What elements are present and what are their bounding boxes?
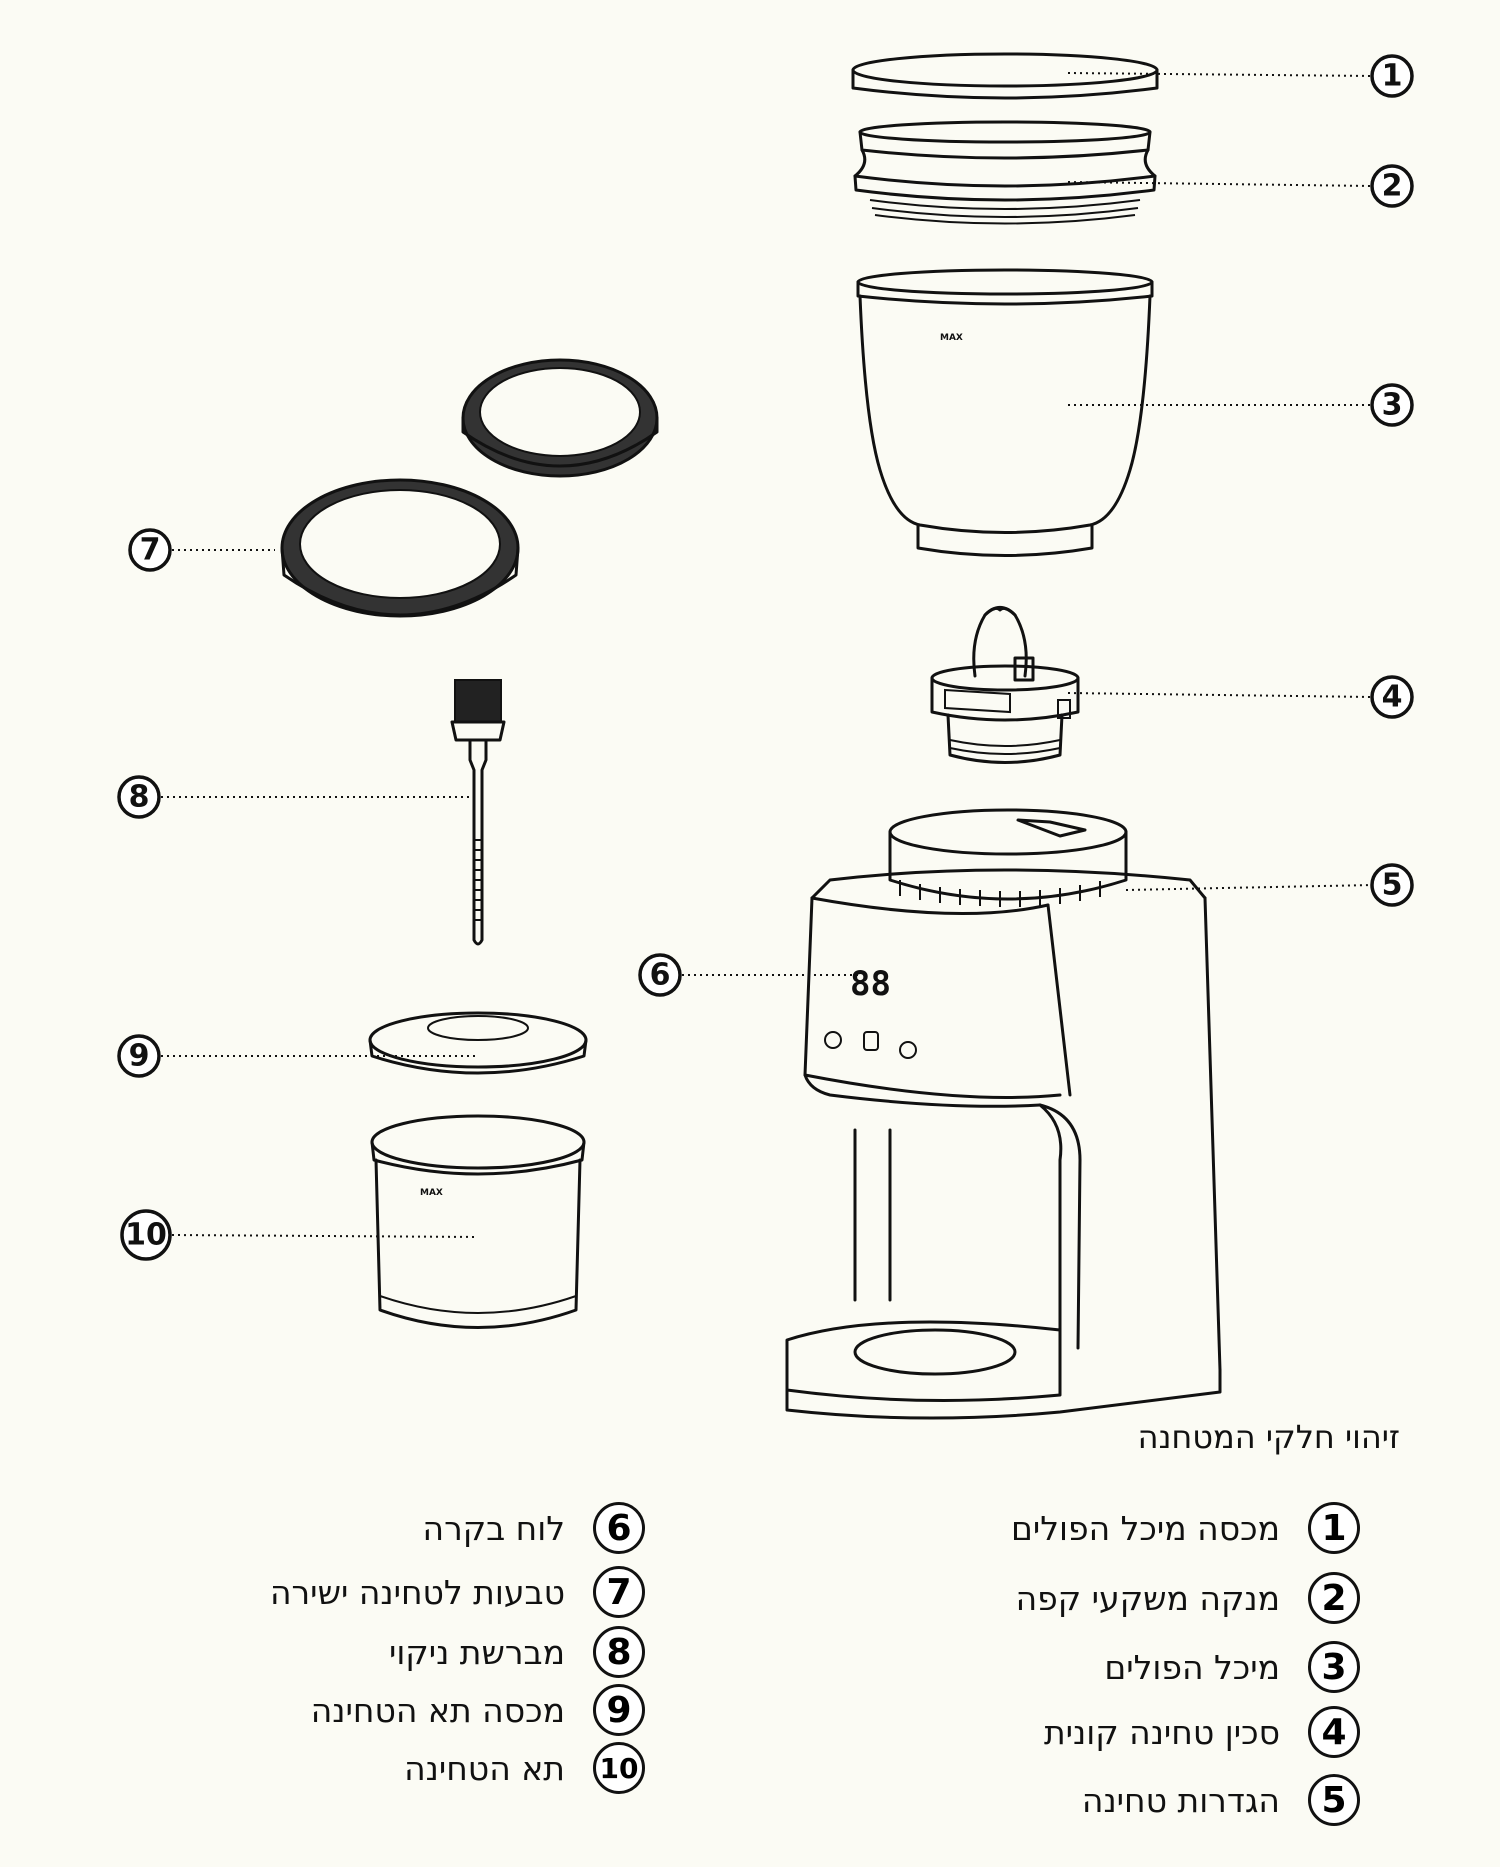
legend-label: מכסה תא הטחינה (310, 1690, 565, 1730)
legend-item-1: 1 מכסה מיכל הפולים (1011, 1498, 1360, 1558)
svg-text:4: 4 (1382, 680, 1403, 715)
svg-text:3: 3 (1382, 388, 1403, 423)
legend-label: תא הטחינה (404, 1748, 565, 1788)
legend-number: 9 (593, 1684, 645, 1736)
callout-3: 3 (1370, 383, 1414, 427)
callout-4: 4 (1370, 675, 1414, 719)
callout-2: 2 (1370, 164, 1414, 208)
legend-item-9: 9 מכסה תא הטחינה (311, 1680, 645, 1740)
svg-text:1: 1 (1382, 59, 1403, 94)
legend-number: 5 (1308, 1774, 1360, 1826)
callout-5: 5 (1370, 863, 1414, 907)
legend-number: 8 (593, 1626, 645, 1678)
legend-item-8: 8 מברשת ניקוי (389, 1622, 645, 1682)
legend-label: מיכל הפולים (1104, 1647, 1280, 1687)
svg-text:7: 7 (140, 533, 161, 568)
legend-item-4: 4 סכין טחינה קונית (1044, 1702, 1360, 1762)
legend-number: 10 (593, 1742, 645, 1794)
svg-text:8: 8 (129, 780, 150, 815)
callout-10: 10 (120, 1209, 172, 1261)
svg-text:2: 2 (1382, 169, 1403, 204)
legend-item-7: 7 טבעות לטחינה ישירה (270, 1562, 645, 1622)
hopper-lid (851, 52, 1159, 100)
leader-lines (161, 72, 1373, 1238)
legend-label: הגדרות טחינה (1081, 1780, 1280, 1820)
callout-6: 6 (638, 953, 682, 997)
legend-label: מנקה משקעי קפה (1015, 1578, 1280, 1618)
legend-label: לוח בקרה (422, 1508, 565, 1548)
cleaning-brush (450, 679, 506, 946)
hopper-max-mark: MAX (940, 333, 963, 343)
residue-cleaner (853, 120, 1157, 225)
legend-item-3: 3 מיכל הפולים (1104, 1637, 1360, 1697)
legend-number: 3 (1308, 1641, 1360, 1693)
bin-max-mark: MAX (420, 1188, 443, 1198)
legend-number: 7 (593, 1566, 645, 1618)
legend-item-6: 6 לוח בקרה (423, 1498, 645, 1558)
legend-item-2: 2 מנקה משקעי קפה (1016, 1568, 1360, 1628)
legend-label: מכסה מיכל הפולים (1010, 1508, 1280, 1548)
legend-number: 1 (1308, 1502, 1360, 1554)
dosing-rings (280, 358, 659, 618)
legend-label: סכין טחינה קונית (1043, 1712, 1280, 1752)
grinder-body: 88 (785, 808, 1222, 1420)
grounds-bin: MAX (370, 1114, 586, 1329)
legend-number: 2 (1308, 1572, 1360, 1624)
grounds-bin-lid (368, 1011, 588, 1075)
bean-hopper: MAX (856, 268, 1154, 557)
legend-label: טבעות לטחינה ישירה (270, 1572, 565, 1612)
svg-text:6: 6 (650, 958, 671, 993)
legend-item-5: 5 הגדרות טחינה (1082, 1770, 1360, 1830)
svg-text:10: 10 (125, 1218, 167, 1253)
legend-item-10: 10 תא הטחינה (404, 1738, 645, 1798)
svg-text:9: 9 (129, 1039, 150, 1074)
svg-text:5: 5 (1382, 868, 1403, 903)
callout-7: 7 (128, 528, 172, 572)
callout-1: 1 (1370, 54, 1414, 98)
callout-9: 9 (117, 1034, 161, 1078)
conical-burr (930, 606, 1080, 764)
legend-number: 6 (593, 1502, 645, 1554)
legend-number: 4 (1308, 1706, 1360, 1758)
legend-label: מברשת ניקוי (388, 1632, 565, 1672)
diagram-title: זיהוי חלקי המטחנה (1137, 1418, 1400, 1456)
display-digits: 88 (850, 964, 891, 1004)
callout-8: 8 (117, 775, 161, 819)
